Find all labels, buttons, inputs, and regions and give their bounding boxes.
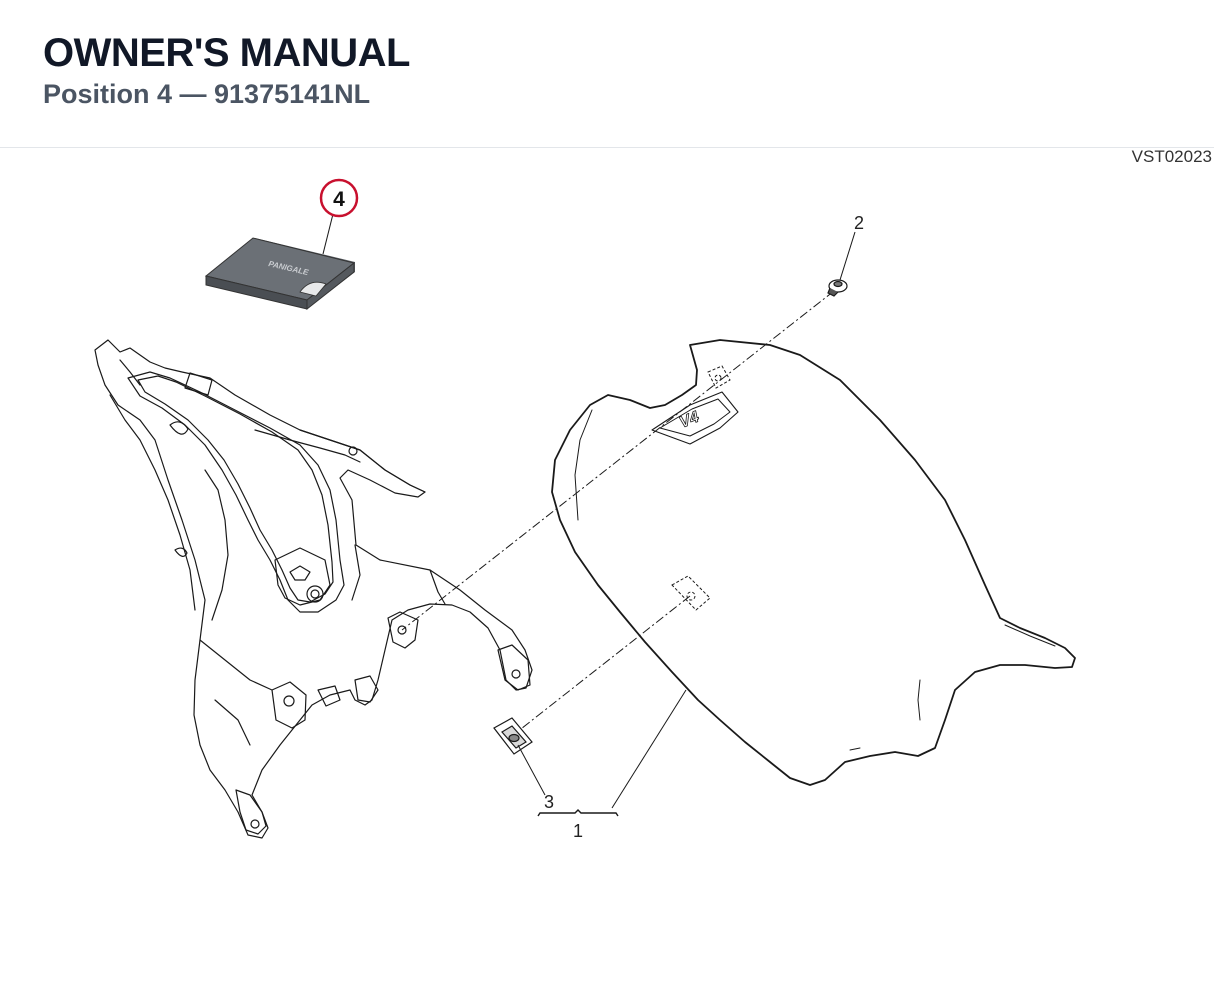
clip-nut[interactable] [493,717,533,755]
callout-4-label: 4 [333,188,345,211]
callout-3-label: 3 [544,792,554,812]
callout-leaders [517,231,856,817]
callout-2-label: 2 [854,213,864,233]
assembly-axis-lines [401,290,835,737]
seat-hidden-fasteners [671,365,731,611]
page-header: OWNER'S MANUAL Position 4 — 91375141NL [0,0,1214,148]
page-subtitle: Position 4 — 91375141NL [43,79,371,109]
drawing-code: VST02023 [1131,147,1212,166]
exploded-parts-diagram: PANIGALE 4 [94,178,1076,841]
callout-4-circle[interactable] [319,178,359,218]
owners-manual-booklet[interactable]: PANIGALE [204,237,356,311]
rear-subframe [94,339,533,839]
rider-seat[interactable]: V4 [551,339,1076,786]
page-title: OWNER'S MANUAL [43,31,410,75]
screw[interactable] [827,279,848,297]
callout-1-label: 1 [573,821,583,841]
seat-badge-text: V4 [677,409,702,432]
